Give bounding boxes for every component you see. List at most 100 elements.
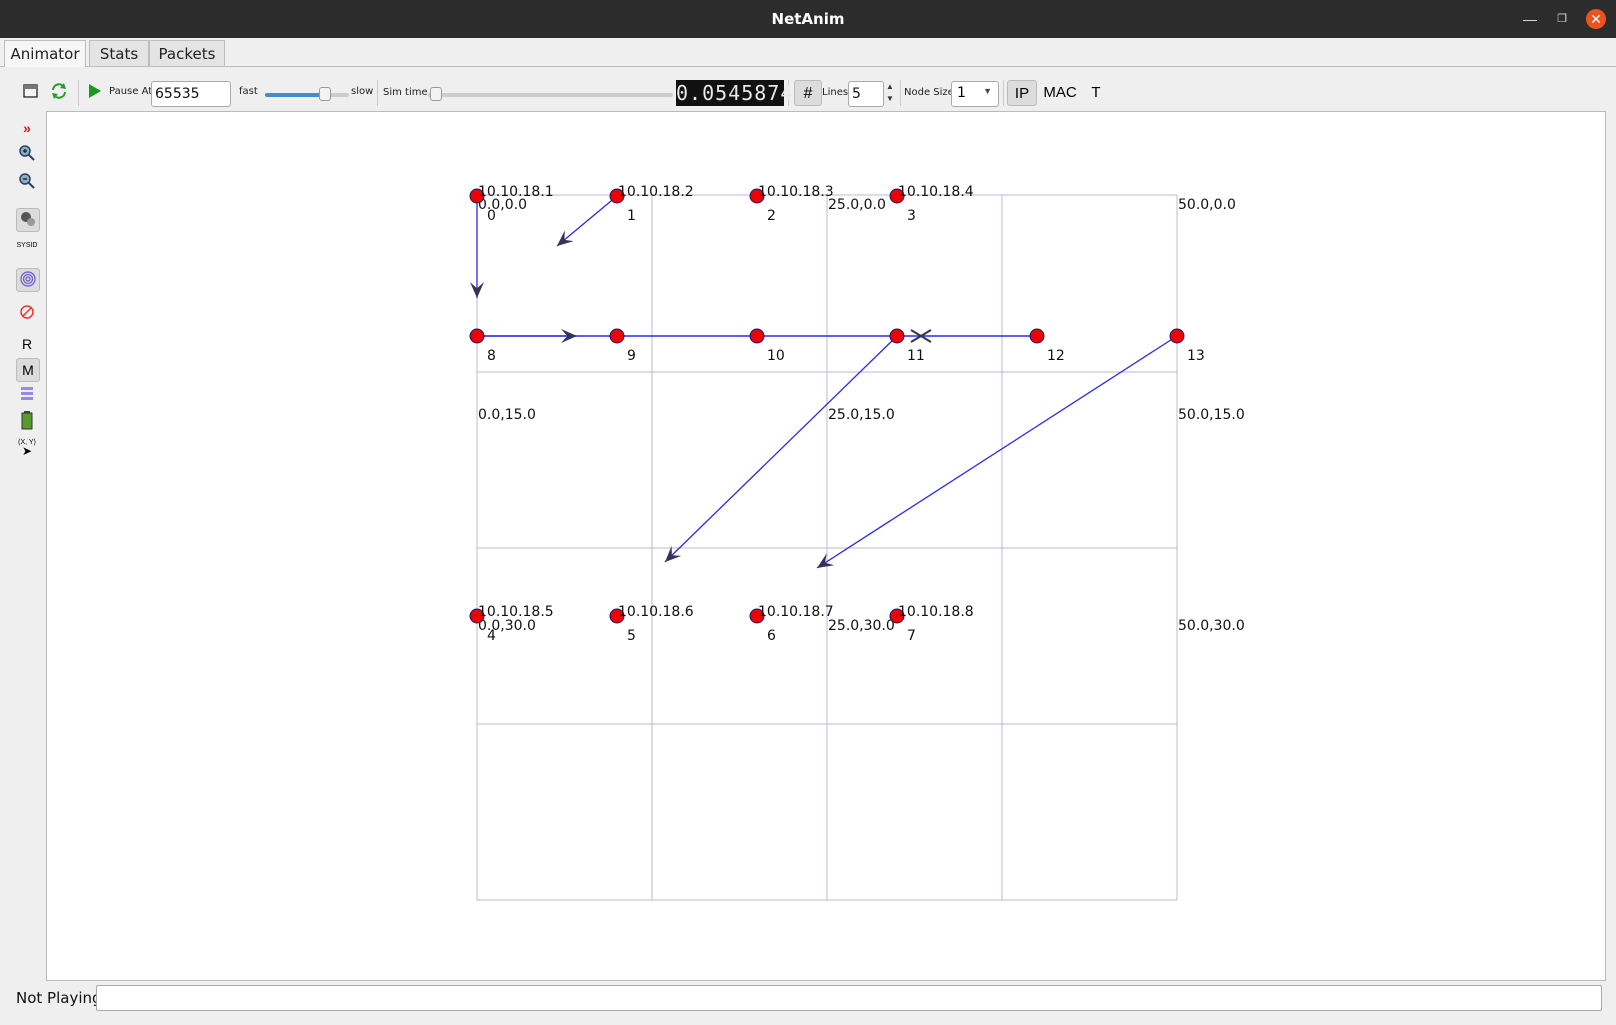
node-id-label: 4 <box>487 628 496 644</box>
node-circle <box>469 608 485 624</box>
node-circle <box>609 608 625 624</box>
node-id-label: 2 <box>767 208 776 224</box>
pause-at-label: Pause At <box>109 86 153 97</box>
node-ip-label: 10.10.18.2 <box>618 184 694 200</box>
sim-time-display: 0.0545874 <box>676 80 794 106</box>
node-id-label: 13 <box>1187 348 1205 364</box>
wireless-circles-icon[interactable] <box>16 268 40 292</box>
speed-slider[interactable] <box>265 87 349 103</box>
sim-time-label: Sim time <box>383 87 428 98</box>
zoom-out-icon[interactable] <box>16 171 38 193</box>
grid-toggle-button[interactable]: # <box>794 80 822 106</box>
title-bar: NetAnim — ❐ ✕ <box>0 0 1616 38</box>
zoom-in-icon[interactable] <box>16 143 38 165</box>
separator <box>377 80 378 106</box>
grid-coordinate-label: 25.0,0.0 <box>828 197 886 213</box>
separator <box>78 80 79 106</box>
t-toggle-button[interactable]: T <box>1091 84 1101 101</box>
fast-label: fast <box>239 86 258 97</box>
node-ip-label: 10.10.18.8 <box>898 604 974 620</box>
grid-coordinate-label: 50.0,15.0 <box>1178 407 1245 423</box>
sysid-label: SYSID <box>16 242 38 249</box>
chevron-down-icon: ▼ <box>983 86 992 96</box>
packet-line <box>816 335 1178 569</box>
left-toolbar: » SYSID R M (X, Y)➤ <box>0 113 46 983</box>
separator <box>1003 80 1004 106</box>
sim-time-slider[interactable] <box>428 87 673 103</box>
node-size-select[interactable]: 1 ▼ <box>951 81 999 107</box>
sysid-icon[interactable]: SYSID <box>16 235 38 257</box>
grid-coordinate-label: 25.0,30.0 <box>828 618 895 634</box>
packet-arrow-icon <box>665 545 682 562</box>
m-button[interactable]: M <box>16 358 40 382</box>
packet-line <box>556 195 618 247</box>
close-icon[interactable]: ✕ <box>1586 9 1606 29</box>
node-ip-label: 10.10.18.5 <box>478 604 554 620</box>
node-ip-label: 10.10.18.7 <box>758 604 834 620</box>
packet-arrow-icon <box>561 329 577 343</box>
packet-arrow-icon <box>557 230 574 246</box>
ip-toggle-button[interactable]: IP <box>1007 80 1037 106</box>
lines-spinbox[interactable] <box>848 81 884 107</box>
grid-coordinate-label: 50.0,0.0 <box>1178 197 1236 213</box>
node-id-label: 1 <box>627 208 636 224</box>
maximize-icon[interactable]: ❐ <box>1557 13 1567 25</box>
slow-label: slow <box>351 86 374 97</box>
r-button[interactable]: R <box>21 336 33 352</box>
node-id-label: 3 <box>907 208 916 224</box>
status-text: Not Playing <box>16 989 102 1007</box>
status-field <box>96 985 1602 1011</box>
minimize-icon[interactable]: — <box>1523 11 1537 27</box>
fast-forward-icon[interactable]: » <box>23 120 31 136</box>
sim-time-slider-handle[interactable] <box>430 87 443 101</box>
node-circle <box>749 328 765 344</box>
open-file-icon[interactable] <box>21 81 41 101</box>
no-entry-icon[interactable] <box>16 303 38 325</box>
tab-stats[interactable]: Stats <box>89 40 149 66</box>
spin-arrows-icon[interactable]: ▲▼ <box>886 82 894 103</box>
window-title: NetAnim <box>771 10 845 28</box>
node-ip-label: 10.10.18.1 <box>478 184 554 200</box>
status-bar: Not Playing <box>0 985 1616 1021</box>
battery-icon[interactable] <box>16 410 38 432</box>
node-ip-label: 10.10.18.4 <box>898 184 974 200</box>
lines-label: Lines <box>822 87 849 98</box>
node-circle <box>1169 328 1185 344</box>
node-circle <box>469 328 485 344</box>
toolbar: Pause At fast slow Sim time # Lines ▲▼ N… <box>0 67 1616 113</box>
tab-packets[interactable]: Packets <box>149 40 225 66</box>
node-ip-label: 10.10.18.3 <box>758 184 834 200</box>
node-circle <box>609 188 625 204</box>
node-circle <box>749 608 765 624</box>
grid-coordinate-label: 0.0,30.0 <box>478 618 536 634</box>
node-circle <box>609 328 625 344</box>
mac-toggle-button[interactable]: MAC <box>1043 84 1077 101</box>
node-circle <box>749 188 765 204</box>
play-icon[interactable] <box>85 81 105 101</box>
reload-icon[interactable] <box>49 81 69 101</box>
node-id-label: 5 <box>627 628 636 644</box>
speed-slider-handle[interactable] <box>319 87 332 101</box>
node-circle <box>1029 328 1045 344</box>
grid-coordinate-label: 50.0,30.0 <box>1178 618 1245 634</box>
node-id-label: 11 <box>907 348 925 364</box>
node-circle <box>889 328 905 344</box>
xy-cursor-icon[interactable]: (X, Y)➤ <box>18 439 36 458</box>
packet-arrow-icon <box>817 553 835 568</box>
separator <box>900 80 901 106</box>
node-id-label: 12 <box>1047 348 1065 364</box>
node-id-label: 10 <box>767 348 785 364</box>
node-ip-label: 10.10.18.6 <box>618 604 694 620</box>
tab-animator[interactable]: Animator <box>4 40 86 67</box>
node-size-value: 1 <box>957 85 966 101</box>
node-circle <box>889 188 905 204</box>
separator <box>788 80 789 106</box>
list-icon[interactable] <box>16 385 38 407</box>
node-id-label: 8 <box>487 348 496 364</box>
grid-coordinate-label: 0.0,0.0 <box>478 197 527 213</box>
pause-at-input[interactable] <box>151 81 231 107</box>
node-id-icon[interactable] <box>16 208 40 232</box>
tab-bar: Animator Stats Packets <box>0 38 1616 67</box>
